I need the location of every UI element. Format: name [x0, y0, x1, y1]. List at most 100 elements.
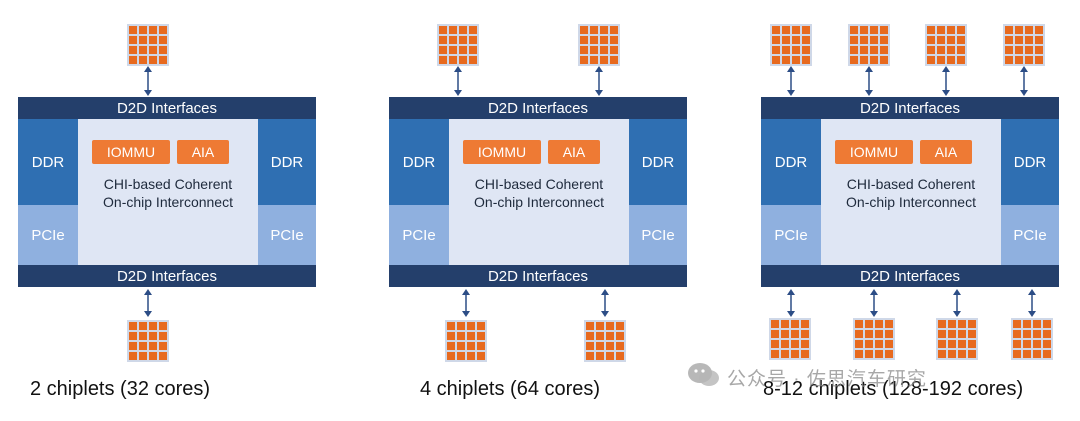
interconnect-line1: CHI-based Coherent — [846, 176, 976, 192]
core-tile — [596, 352, 604, 360]
ddr-label: DDR — [270, 153, 304, 171]
interconnect-line2: On-chip Interconnect — [103, 194, 233, 210]
core-tile — [947, 26, 955, 34]
arrow-top — [787, 66, 795, 96]
ddr-label: DDR — [1013, 153, 1047, 171]
d2d-label: D2D Interfaces — [487, 267, 589, 285]
ddr-left: DDR — [18, 119, 78, 205]
pcie-label: PCIe — [270, 226, 304, 244]
wechat-icon — [686, 361, 722, 389]
core-tile — [129, 56, 137, 64]
d2d-interfaces-top: D2D Interfaces — [18, 97, 316, 119]
core-tile — [1005, 36, 1013, 44]
interconnect-text: CHI-based Coherent On-chip Interconnect — [821, 175, 1001, 211]
ddr-label: DDR — [641, 153, 675, 171]
core-tile — [782, 56, 790, 64]
core-tile — [477, 342, 485, 350]
core-tile — [772, 56, 780, 64]
core-tile — [159, 342, 167, 350]
core-tile — [610, 46, 618, 54]
core-tile — [968, 350, 976, 358]
core-tile — [947, 56, 955, 64]
core-tile — [159, 352, 167, 360]
core-chiplet-bottom — [1011, 318, 1053, 360]
core-tile — [469, 26, 477, 34]
core-tile — [855, 320, 863, 328]
core-tile — [469, 36, 477, 44]
arrow-top — [144, 66, 152, 96]
pcie-left: PCIe — [389, 205, 449, 265]
core-tile — [875, 320, 883, 328]
iommu-label: IOMMU — [106, 144, 156, 160]
core-tile — [1015, 36, 1023, 44]
d2d-label: D2D Interfaces — [116, 267, 218, 285]
core-tile — [1005, 46, 1013, 54]
core-tile — [802, 26, 810, 34]
core-tile — [958, 330, 966, 338]
arrow-bottom — [953, 289, 961, 317]
core-tile — [771, 350, 779, 358]
core-tile — [139, 332, 147, 340]
core-tile — [439, 46, 447, 54]
arrow-bottom — [144, 289, 152, 317]
core-tile — [149, 342, 157, 350]
core-tile — [938, 340, 946, 348]
core-tile — [467, 332, 475, 340]
core-tile — [606, 352, 614, 360]
core-tile — [937, 46, 945, 54]
core-tile — [596, 322, 604, 330]
ddr-label: DDR — [402, 153, 436, 171]
core-tile — [477, 322, 485, 330]
panel-caption: 8-12 chiplets (128-192 cores) — [763, 378, 1024, 400]
core-tile — [802, 36, 810, 44]
core-tile — [801, 350, 809, 358]
core-tile — [870, 46, 878, 54]
core-tile — [129, 332, 137, 340]
pcie-label: PCIe — [641, 226, 675, 244]
core-tile — [781, 340, 789, 348]
interconnect-area: IOMMU AIA CHI-based Coherent On-chip Int… — [449, 119, 629, 265]
core-tile — [600, 36, 608, 44]
core-tile — [938, 320, 946, 328]
interconnect-line1: CHI-based Coherent — [474, 176, 604, 192]
core-tile — [139, 56, 147, 64]
aia-label: AIA — [934, 144, 958, 160]
d2d-label: D2D Interfaces — [487, 99, 589, 117]
core-tile — [1033, 320, 1041, 328]
core-tile — [469, 46, 477, 54]
core-tile — [610, 36, 618, 44]
core-chiplet-bottom — [769, 318, 811, 360]
arrow-top — [942, 66, 950, 96]
core-tile — [865, 330, 873, 338]
core-tile — [439, 56, 447, 64]
arrow-bottom — [870, 289, 878, 317]
core-tile — [606, 322, 614, 330]
core-tile — [792, 36, 800, 44]
core-tile — [880, 26, 888, 34]
core-tile — [875, 330, 883, 338]
core-tile — [1015, 46, 1023, 54]
core-tile — [865, 340, 873, 348]
iommu-box: IOMMU — [463, 140, 541, 164]
core-tile — [159, 46, 167, 54]
core-tile — [590, 56, 598, 64]
core-chiplet-bottom — [853, 318, 895, 360]
core-tile — [1035, 46, 1043, 54]
core-tile — [139, 352, 147, 360]
core-tile — [1033, 340, 1041, 348]
watermark-text: 公众号 · 佐思汽车研究 — [727, 369, 927, 390]
core-tile — [459, 46, 467, 54]
core-tile — [1013, 340, 1021, 348]
aia-label: AIA — [191, 144, 215, 160]
arrow-bottom — [787, 289, 795, 317]
core-tile — [1033, 350, 1041, 358]
core-tile — [927, 26, 935, 34]
core-tile — [792, 56, 800, 64]
core-tile — [1033, 330, 1041, 338]
core-tile — [1023, 320, 1031, 328]
core-tile — [586, 322, 594, 330]
core-tile — [880, 36, 888, 44]
interconnect-text: CHI-based Coherent On-chip Interconnect — [449, 175, 629, 211]
core-chiplet-top — [848, 24, 890, 66]
core-chiplet-top — [770, 24, 812, 66]
